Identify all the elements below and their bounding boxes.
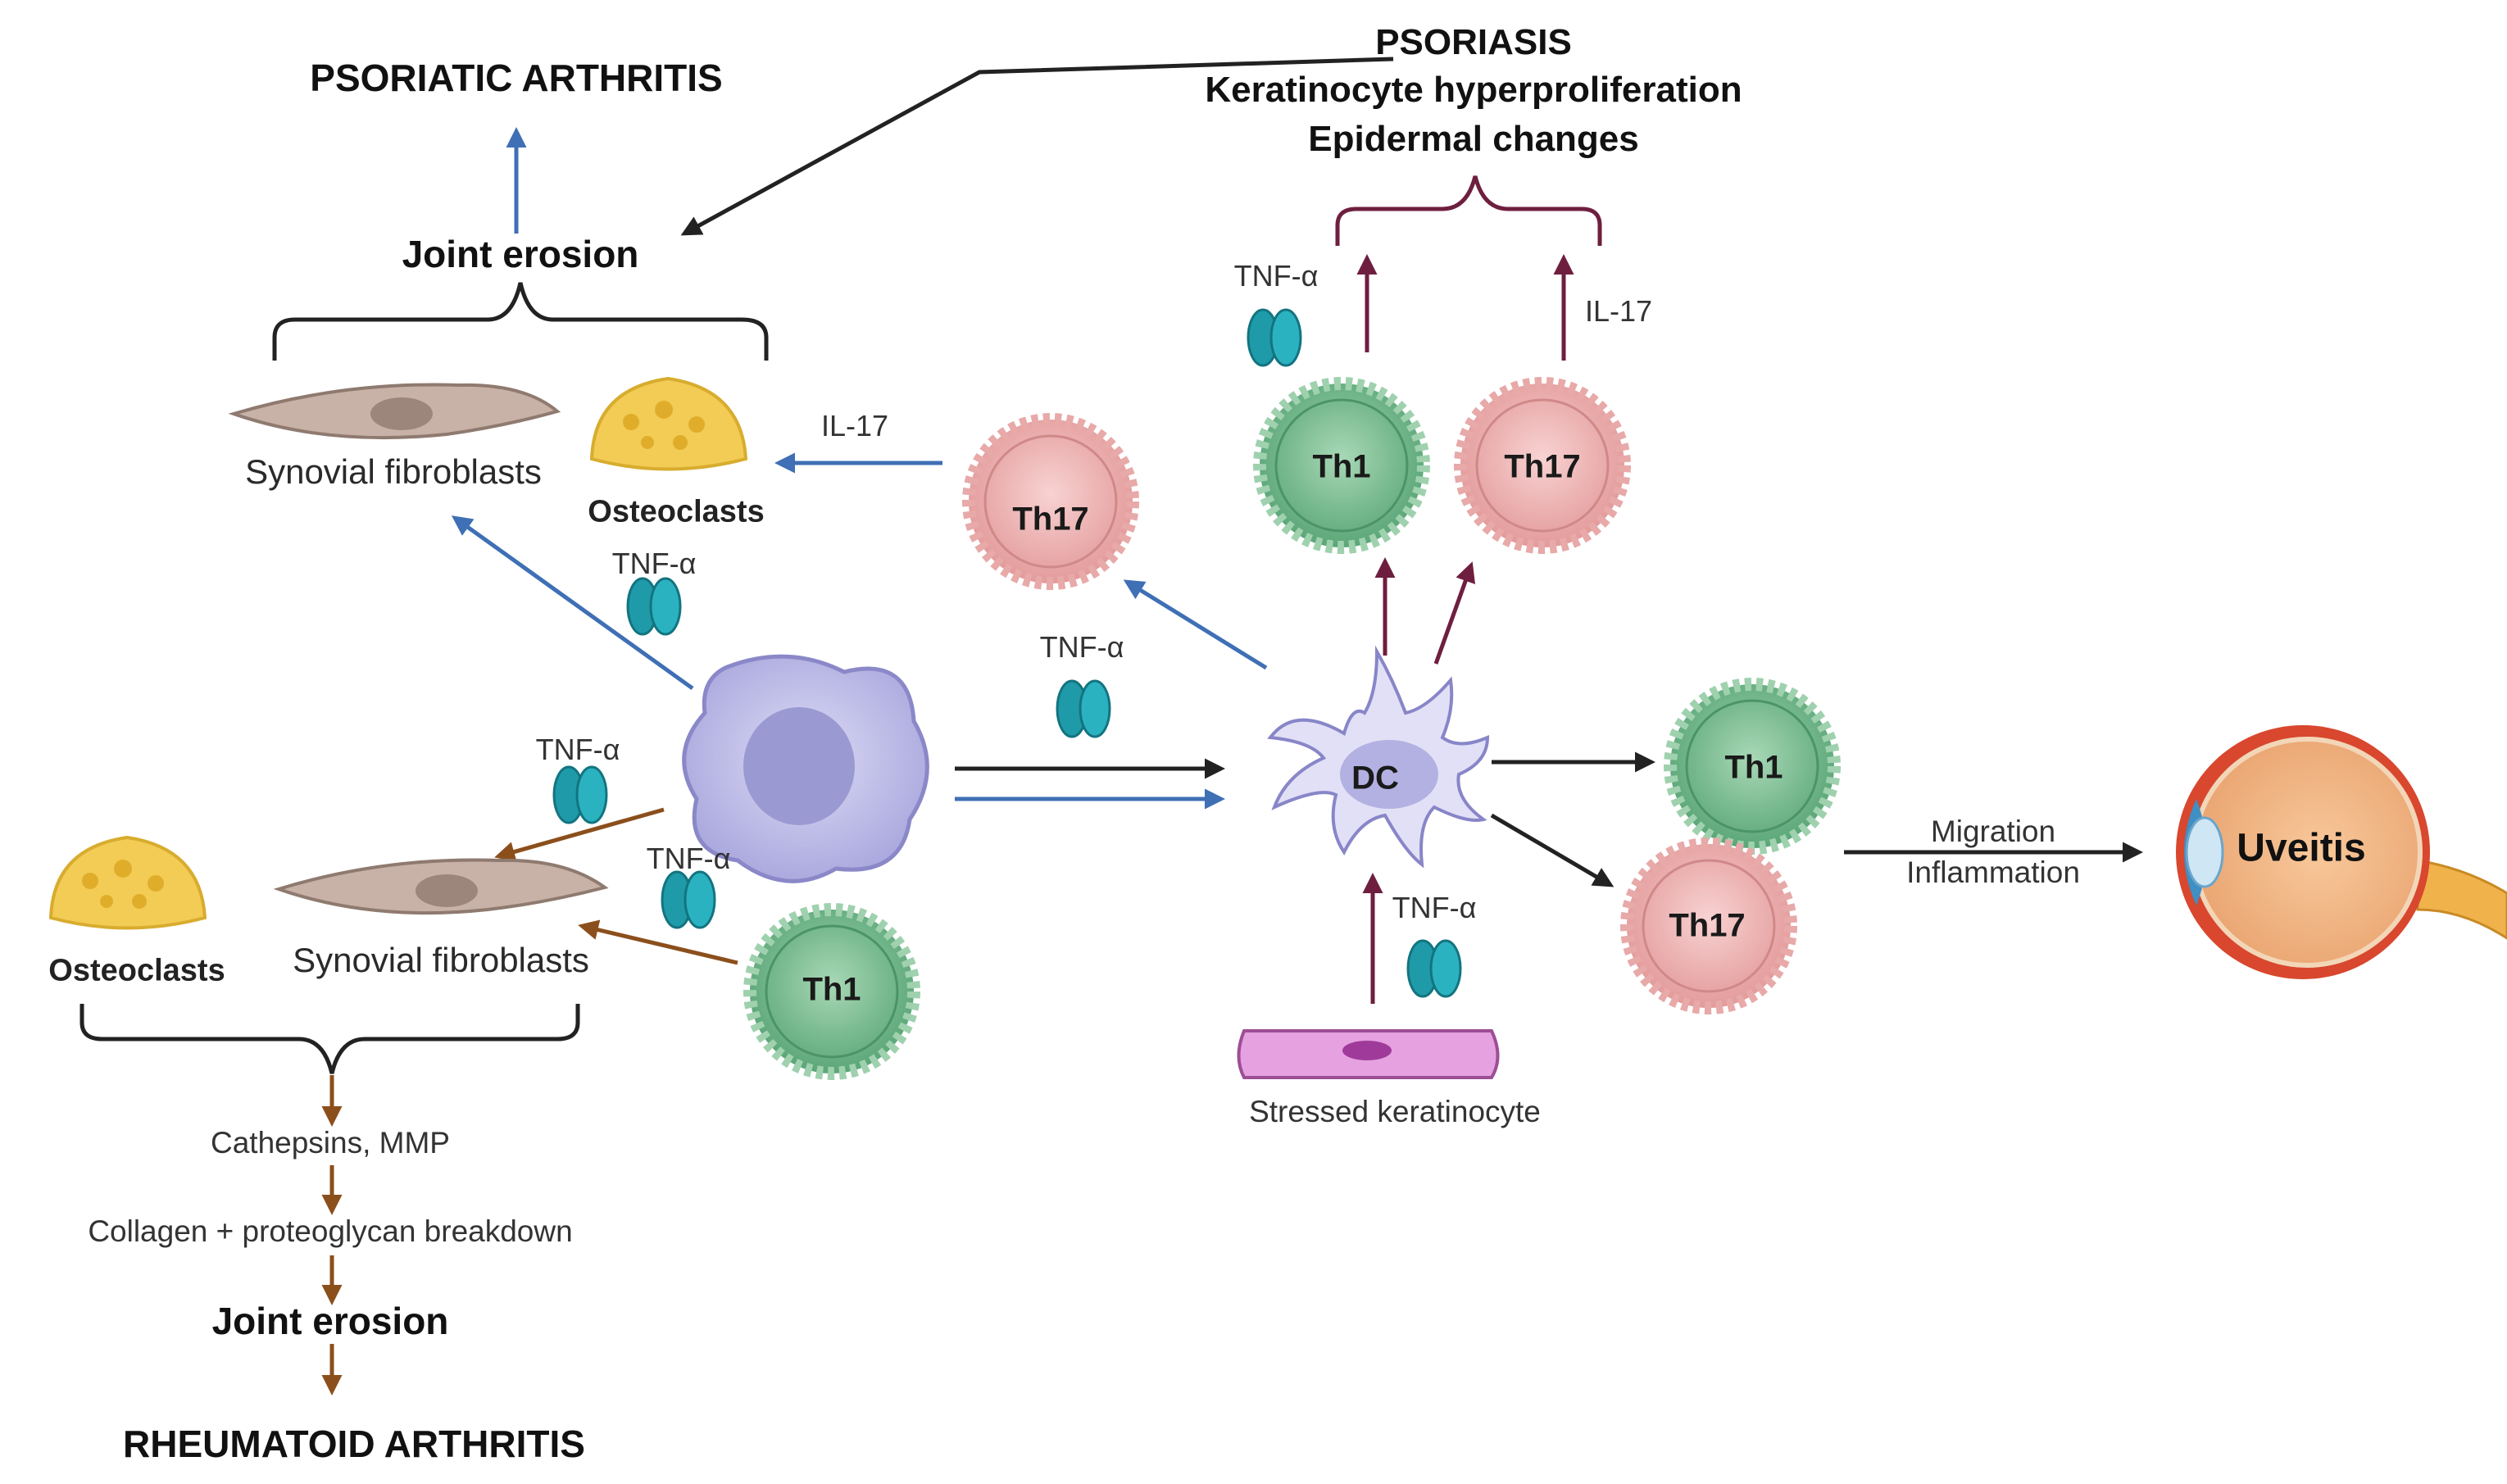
th17-cell-top xyxy=(1454,377,1631,554)
tnf-label-top: TNF-α xyxy=(1233,259,1319,293)
synovial-fibroblasts-bottom-label: Synovial fibroblasts xyxy=(293,941,589,979)
arrow-th1-to-fibroblast-bottom xyxy=(578,919,738,965)
osteoclasts-bottom-label: Osteoclasts xyxy=(48,953,225,988)
arrow-dc-to-th17-right xyxy=(1490,813,1615,887)
epidermal-changes-label: Epidermal changes xyxy=(1308,119,1639,159)
tnf-receptor-icon xyxy=(1056,679,1111,738)
synovial-fibroblasts-top-label: Synovial fibroblasts xyxy=(245,452,542,491)
arrow-mac-to-fibroblasts xyxy=(451,515,694,691)
joint-erosion-bottom-label: Joint erosion xyxy=(211,1300,449,1342)
rheumatoid-arthritis-title: RHEUMATOID ARTHRITIS xyxy=(123,1423,585,1465)
tnf-label-keratinocyte: TNF-α xyxy=(1392,891,1477,924)
tnf-label-center: TNF-α xyxy=(1039,630,1124,664)
th1-cell-bottom-left xyxy=(743,903,920,1080)
th17-label-top: Th17 xyxy=(1504,448,1581,485)
brace-bottom-left xyxy=(79,1004,580,1074)
dendritic-cell xyxy=(1267,645,1490,869)
tnf-receptor-icon xyxy=(626,577,682,636)
arrow-dc-to-th17 xyxy=(1123,579,1268,670)
arrow-psoriasis-to-joint xyxy=(680,57,1394,236)
psoriasis-title: PSORIASIS xyxy=(1375,22,1572,62)
synovial-fibroblast-bottom xyxy=(273,858,609,915)
osteoclast-bottom xyxy=(48,835,207,930)
tnf-receptor-icon xyxy=(552,765,608,824)
arrow-mac-to-fibroblast-bottom xyxy=(494,807,665,862)
uveitis-label: Uveitis xyxy=(2237,826,2366,870)
keratinocyte-hyperproliferation-label: Keratinocyte hyperproliferation xyxy=(1205,70,1742,110)
dc-label: DC xyxy=(1351,760,1399,796)
il17-label-left: IL-17 xyxy=(820,409,889,442)
il17-label-top: IL-17 xyxy=(1584,294,1653,328)
eye-icon xyxy=(2176,725,2507,979)
collagen-breakdown-label: Collagen + proteoglycan breakdown xyxy=(88,1214,573,1248)
psoriatic-arthritis-title: PSORIATIC ARTHRITIS xyxy=(310,57,723,99)
th1-label-right: Th1 xyxy=(1724,749,1783,786)
th17-label-center-left: Th17 xyxy=(1012,501,1089,538)
th17-cell-right xyxy=(1620,837,1797,1014)
migration-label: Migration xyxy=(1930,815,2056,848)
th17-label-right: Th17 xyxy=(1669,907,1746,944)
macrophage xyxy=(682,654,929,883)
stressed-keratinocyte-label: Stressed keratinocyte xyxy=(1249,1095,1541,1128)
arrow-dc-to-th17-up xyxy=(1433,561,1476,665)
synovial-fibroblast-top xyxy=(228,383,561,440)
osteoclast-top xyxy=(589,376,748,471)
cathepsins-mmp-label: Cathepsins, MMP xyxy=(211,1126,450,1160)
th1-cell-top xyxy=(1253,377,1430,554)
brace-joint-erosion-top xyxy=(272,282,769,361)
tnf-receptor-icon xyxy=(1247,308,1302,367)
th1-label-top: Th1 xyxy=(1312,448,1371,485)
tnf-receptor-icon xyxy=(1406,939,1462,998)
tnf-label-lower-left: TNF-α xyxy=(646,842,731,875)
th17-cell-center-left xyxy=(962,413,1139,590)
joint-erosion-top-label: Joint erosion xyxy=(402,233,639,275)
brace-psoriasis xyxy=(1335,175,1602,246)
tnf-receptor-icon xyxy=(661,870,716,929)
osteoclasts-top-label: Osteoclasts xyxy=(588,494,765,529)
tnf-label-mid-left: TNF-α xyxy=(535,733,620,766)
tnf-label-upper-left: TNF-α xyxy=(611,547,697,580)
th1-cell-right xyxy=(1664,678,1841,855)
inflammation-label: Inflammation xyxy=(1906,855,2080,889)
stressed-keratinocyte-cell xyxy=(1237,1029,1500,1079)
th1-label-bottom-left: Th1 xyxy=(802,971,861,1008)
